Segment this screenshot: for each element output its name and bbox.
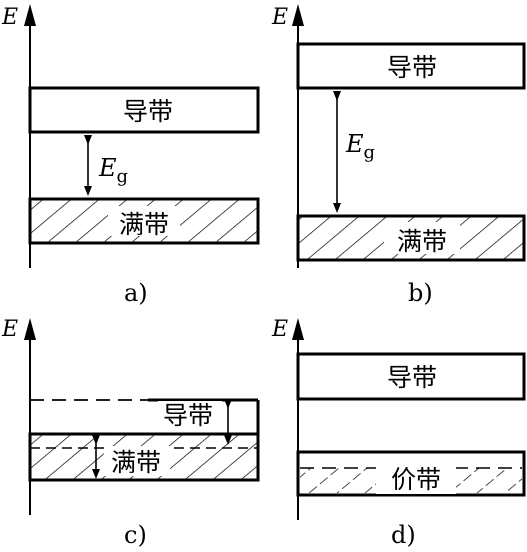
panel-d: E 导带 价带 d)	[271, 317, 526, 549]
caption-c: c)	[124, 521, 147, 549]
conduction-band	[296, 42, 526, 90]
energy-axis-label: E	[271, 5, 288, 30]
conduction-band-label: 导带	[387, 53, 437, 82]
conduction-band-label: 导带	[387, 363, 437, 392]
conduction-band-label: 导带	[123, 97, 173, 126]
filled-band-label: 满带	[111, 448, 161, 477]
energy-axis-label: E	[1, 317, 18, 342]
caption-a: a)	[124, 279, 148, 307]
panel-c: E 导带 满带 c)	[1, 317, 260, 549]
energy-axis-label: E	[271, 317, 288, 342]
caption-d: d)	[391, 521, 416, 549]
axis-arrowhead	[24, 318, 36, 340]
band-gap-label: Eg	[98, 154, 128, 187]
panel-a: E 导带 满带 Eg a)	[1, 4, 260, 307]
axis-arrowhead	[292, 4, 304, 26]
caption-b: b)	[408, 279, 433, 307]
conduction-band	[28, 86, 260, 134]
panel-b: E 导带 满带 Eg b)	[271, 4, 526, 307]
filled-band-label: 满带	[119, 210, 169, 239]
band-gap-label: Eg	[345, 130, 375, 163]
axis-arrowhead	[24, 4, 36, 26]
conduction-band-label: 导带	[163, 401, 213, 430]
filled-band-label: 满带	[397, 227, 447, 256]
axis-arrowhead	[292, 318, 304, 340]
energy-axis-label: E	[1, 5, 18, 30]
valence-band-label: 价带	[391, 465, 441, 494]
conduction-band	[296, 352, 526, 401]
